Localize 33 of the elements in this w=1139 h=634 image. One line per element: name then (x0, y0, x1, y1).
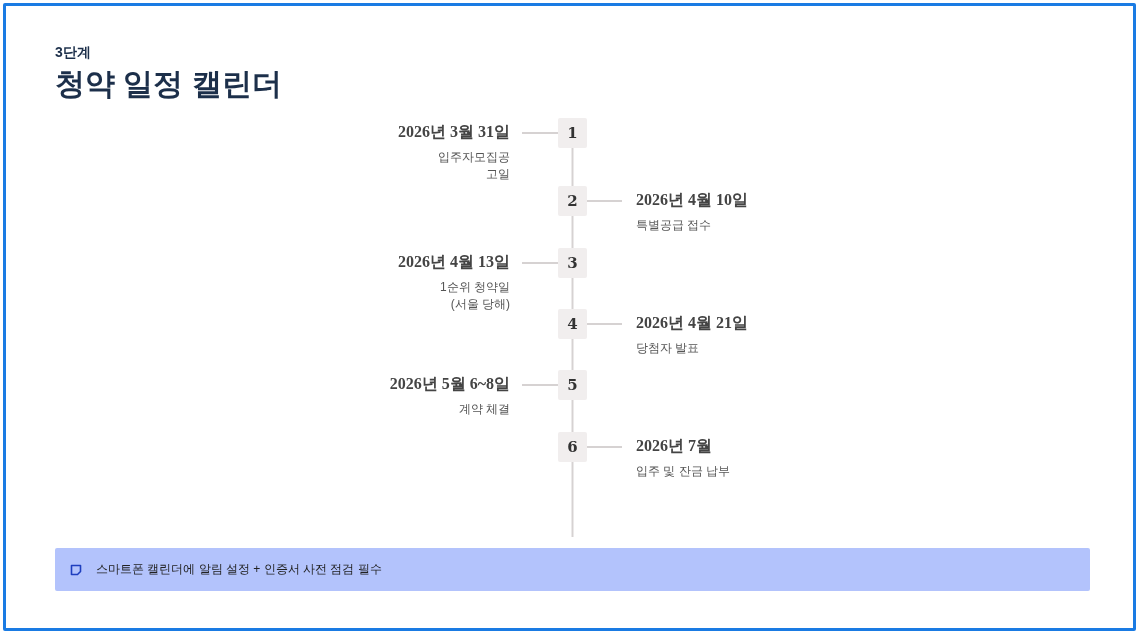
connector-line (586, 323, 623, 325)
note-text: 스마트폰 캘린더에 알림 설정 + 인증서 사전 점검 필수 (96, 561, 382, 578)
connector-line (571, 338, 574, 371)
date-text: 2026년 4월 10일 (636, 190, 749, 210)
date-text: 2026년 4월 13일 (397, 252, 510, 272)
date-text: 2026년 7월 (636, 436, 713, 456)
event-description: 입주자모집공고일 (437, 149, 510, 183)
date-text: 2026년 5월 6~8일 (388, 374, 510, 394)
connector-line (586, 446, 623, 448)
event-description: 1순위 청약일 (서울 당해) (439, 279, 510, 313)
step-number-box: 3 (558, 248, 587, 278)
step-number-box: 4 (558, 309, 587, 339)
event-description: 입주 및 잔금 납부 (636, 463, 731, 480)
event-description: 특별공급 접수 (636, 217, 713, 234)
date-text: 2026년 4월 21일 (636, 313, 749, 333)
event-description: 당첨자 발표 (636, 340, 701, 357)
connector-line (521, 384, 559, 386)
step-number-box: 6 (558, 432, 587, 462)
step-label: 3단계 (55, 44, 91, 62)
event-description: 계약 체결 (457, 401, 510, 418)
step-number-box: 1 (558, 118, 587, 148)
connector-line (571, 147, 574, 187)
connector-line (571, 215, 574, 249)
connector-line (521, 132, 559, 134)
step-number-box: 5 (558, 370, 587, 400)
connector-line (571, 277, 574, 310)
connector-line (571, 399, 574, 433)
date-text: 2026년 3월 31일 (397, 122, 510, 142)
connector-line (586, 200, 623, 202)
connector-line (521, 262, 559, 264)
title: 청약 일정 캘린더 (55, 66, 282, 102)
note-banner (55, 548, 1090, 591)
step-number-box: 2 (558, 186, 587, 216)
